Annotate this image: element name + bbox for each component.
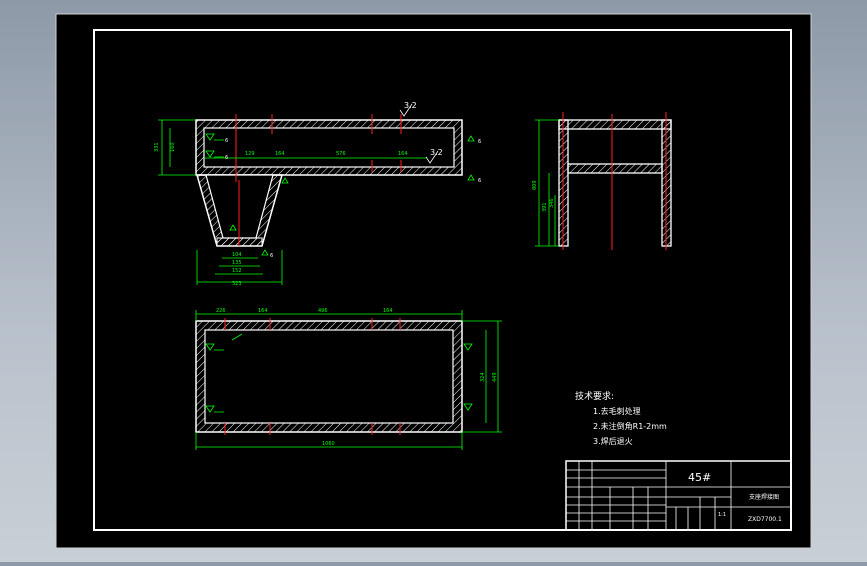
- tech-req-item-1: 1.去毛刺处理: [593, 406, 641, 416]
- weld-value-4: 6: [478, 178, 481, 184]
- top-dim-outer-width: 449: [492, 372, 498, 382]
- section-dim-323: 323: [232, 281, 242, 287]
- drawing-sheet: [55, 13, 812, 549]
- side-dim-low: 346: [549, 198, 555, 208]
- front-dim-4: 164: [398, 151, 408, 157]
- front-dim-height: 331: [154, 142, 160, 152]
- title-block-drawing-no: ZXD7700.1: [748, 516, 782, 523]
- side-view: 809 391 346: [532, 112, 672, 250]
- weld-value-5: 6: [270, 253, 273, 259]
- surface-finish-inner: 3.2: [430, 148, 443, 157]
- top-dim-length: 1060: [322, 441, 335, 447]
- top-dim-3: 496: [318, 308, 328, 314]
- weld-value-2: 6: [225, 155, 228, 161]
- weld-symbols-front: [205, 133, 475, 256]
- top-view: 226 164 496 164 1060 324 449: [195, 308, 502, 450]
- section-dim-152: 152: [232, 268, 242, 274]
- top-dim-inner-width: 324: [480, 372, 486, 382]
- weld-value-3: 6: [478, 139, 481, 145]
- tech-req-item-3: 3.焊后退火: [593, 436, 633, 446]
- top-dim-1: 226: [216, 308, 226, 314]
- top-dim-2: 164: [258, 308, 268, 314]
- title-block-scale: 1:1: [718, 512, 726, 518]
- weld-value-1: 6: [225, 138, 228, 144]
- side-dim-height: 809: [532, 180, 538, 190]
- front-dim-3: 576: [336, 151, 346, 157]
- front-view: 129 164 576 164 331 160 104 135 152 323 …: [154, 101, 481, 287]
- title-block: [565, 460, 792, 531]
- front-dim-2: 164: [275, 151, 285, 157]
- top-dim-4: 164: [383, 308, 393, 314]
- drawing-frame: [93, 29, 792, 531]
- front-dim-1: 129: [245, 151, 255, 157]
- title-block-part-name: 支座焊接图: [749, 493, 779, 501]
- technical-requirements: 技术要求: 1.去毛刺处理 2.未注倒角R1-2mm 3.焊后退火: [575, 390, 667, 446]
- tech-req-item-2: 2.未注倒角R1-2mm: [593, 421, 667, 431]
- front-beam-inner: [203, 127, 455, 168]
- section-dim-104: 104: [232, 252, 242, 258]
- front-dim-inner-height: 160: [170, 142, 176, 152]
- tech-req-title: 技术要求:: [575, 390, 614, 402]
- surface-finish-top: 3.2: [404, 101, 417, 110]
- title-block-material: 45#: [688, 471, 711, 484]
- section-dim-135: 135: [232, 260, 242, 266]
- side-dim-mid: 391: [542, 202, 548, 212]
